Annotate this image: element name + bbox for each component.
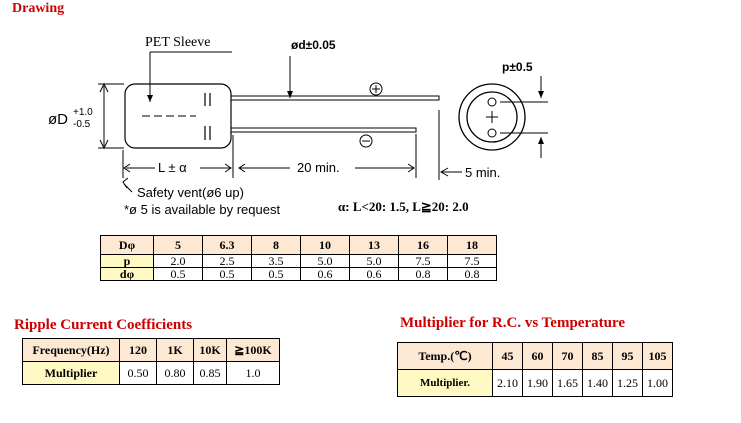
capacitor-drawing: PET Sleeve ød±0.05 p±0.5 øD +1.0 -0.5 L …	[48, 35, 548, 217]
diameter-plus-tol: +1.0	[73, 107, 93, 118]
temperature-multiplier-cell: 2.10	[492, 369, 523, 397]
table-cell: 5.0	[300, 254, 350, 268]
dimension-header-label: Dφ	[100, 235, 154, 255]
temperature-multiplier-cell: 1.65	[552, 369, 583, 397]
table-cell: 0.5	[202, 267, 252, 281]
temperature-multiplier-label: Multiplier.	[397, 369, 493, 397]
multiplier-cell: 1.0	[226, 361, 280, 385]
pet-sleeve-label: PET Sleeve	[145, 35, 210, 50]
dimension-header-cell: 18	[447, 235, 497, 255]
ripple-multiplier-row: Multiplier 0.50 0.80 0.85 1.0	[22, 361, 280, 385]
temperature-multiplier-cell: 1.40	[582, 369, 613, 397]
table-cell: 0.5	[153, 267, 203, 281]
end-view-outer	[458, 83, 526, 151]
dimension-header-cell: 13	[349, 235, 399, 255]
ripple-title: Ripple Current Coefficients	[14, 317, 193, 333]
temperature-label: Temp.(℃)	[397, 342, 493, 370]
temperature-multiplier-cell: 1.25	[612, 369, 643, 397]
frequency-cell: ≧100K	[226, 338, 280, 362]
table-cell: 5.0	[349, 254, 399, 268]
temperature-cell: 60	[522, 342, 553, 370]
temperature-multiplier-cell: 1.90	[522, 369, 553, 397]
temperature-table: Temp.(℃) 45 60 70 85 95 105 Multiplier. …	[397, 342, 673, 397]
table-cell: 2.5	[202, 254, 252, 268]
table-cell: 0.6	[300, 267, 350, 281]
temperature-cell: 70	[552, 342, 583, 370]
drawing-title: Drawing	[12, 1, 65, 16]
safety-vent-label: Safety vent(ø6 up)	[137, 185, 244, 200]
table-cell: 7.5	[398, 254, 448, 268]
frequency-cell: 120	[119, 338, 157, 362]
temperature-cell: 85	[582, 342, 613, 370]
diameter-minus-tol: -0.5	[73, 119, 91, 130]
frequency-cell: 1K	[156, 338, 194, 362]
length-label: L ± α	[158, 160, 187, 175]
dimensions-table: Dφ 5 6.3 8 10 13 16 18 p 2.0 2.5 3.5 5.0…	[100, 235, 497, 281]
table-cell: 0.5	[251, 267, 301, 281]
dimension-header-cell: 10	[300, 235, 350, 255]
temperature-title: Multiplier for R.C. vs Temperature	[400, 315, 625, 331]
frequency-label: Frequency(Hz)	[22, 338, 120, 362]
table-cell: 7.5	[447, 254, 497, 268]
multiplier-cell: 0.85	[193, 361, 227, 385]
alpha-note: α: L<20: 1.5, L≧20: 2.0	[338, 199, 469, 214]
ripple-header-row: Frequency(Hz) 120 1K 10K ≧100K	[22, 338, 280, 362]
capacitor-body	[124, 83, 232, 149]
lead-long	[230, 95, 440, 101]
temperature-header-row: Temp.(℃) 45 60 70 85 95 105	[397, 342, 673, 370]
lead-diameter-label: ød±0.05	[291, 38, 336, 52]
temperature-cell: 95	[612, 342, 643, 370]
row-label: dφ	[100, 267, 154, 281]
vent-note-label: *ø 5 is available by request	[124, 202, 280, 217]
frequency-cell: 10K	[193, 338, 227, 362]
temperature-multiplier-cell: 1.00	[642, 369, 673, 397]
dimension-header-cell: 5	[153, 235, 203, 255]
table-row: dφ 0.5 0.5 0.5 0.6 0.6 0.8 0.8	[100, 267, 497, 281]
dimension-header-cell: 8	[251, 235, 301, 255]
lead-short	[230, 127, 417, 133]
table-cell: 0.6	[349, 267, 399, 281]
table-cell: 3.5	[251, 254, 301, 268]
table-cell: 0.8	[398, 267, 448, 281]
dimension-header-row: Dφ 5 6.3 8 10 13 16 18	[100, 235, 497, 255]
diameter-label: øD	[48, 111, 68, 128]
row-label: p	[100, 254, 154, 268]
pitch-label: p±0.5	[502, 60, 533, 74]
temperature-cell: 45	[492, 342, 523, 370]
table-row: p 2.0 2.5 3.5 5.0 5.0 7.5 7.5	[100, 254, 497, 268]
end-view-inner	[466, 91, 518, 143]
multiplier-cell: 0.50	[119, 361, 157, 385]
temperature-cell: 105	[642, 342, 673, 370]
temperature-multiplier-row: Multiplier. 2.10 1.90 1.65 1.40 1.25 1.0…	[397, 369, 673, 397]
multiplier-cell: 0.80	[156, 361, 194, 385]
lead-extra-label: 5 min.	[465, 165, 500, 180]
lead-length-label: 20 min.	[297, 160, 340, 175]
dimension-header-cell: 6.3	[202, 235, 252, 255]
ripple-table: Frequency(Hz) 120 1K 10K ≧100K Multiplie…	[22, 338, 280, 385]
multiplier-label: Multiplier	[22, 361, 120, 385]
dimension-header-cell: 16	[398, 235, 448, 255]
table-cell: 0.8	[447, 267, 497, 281]
table-cell: 2.0	[153, 254, 203, 268]
